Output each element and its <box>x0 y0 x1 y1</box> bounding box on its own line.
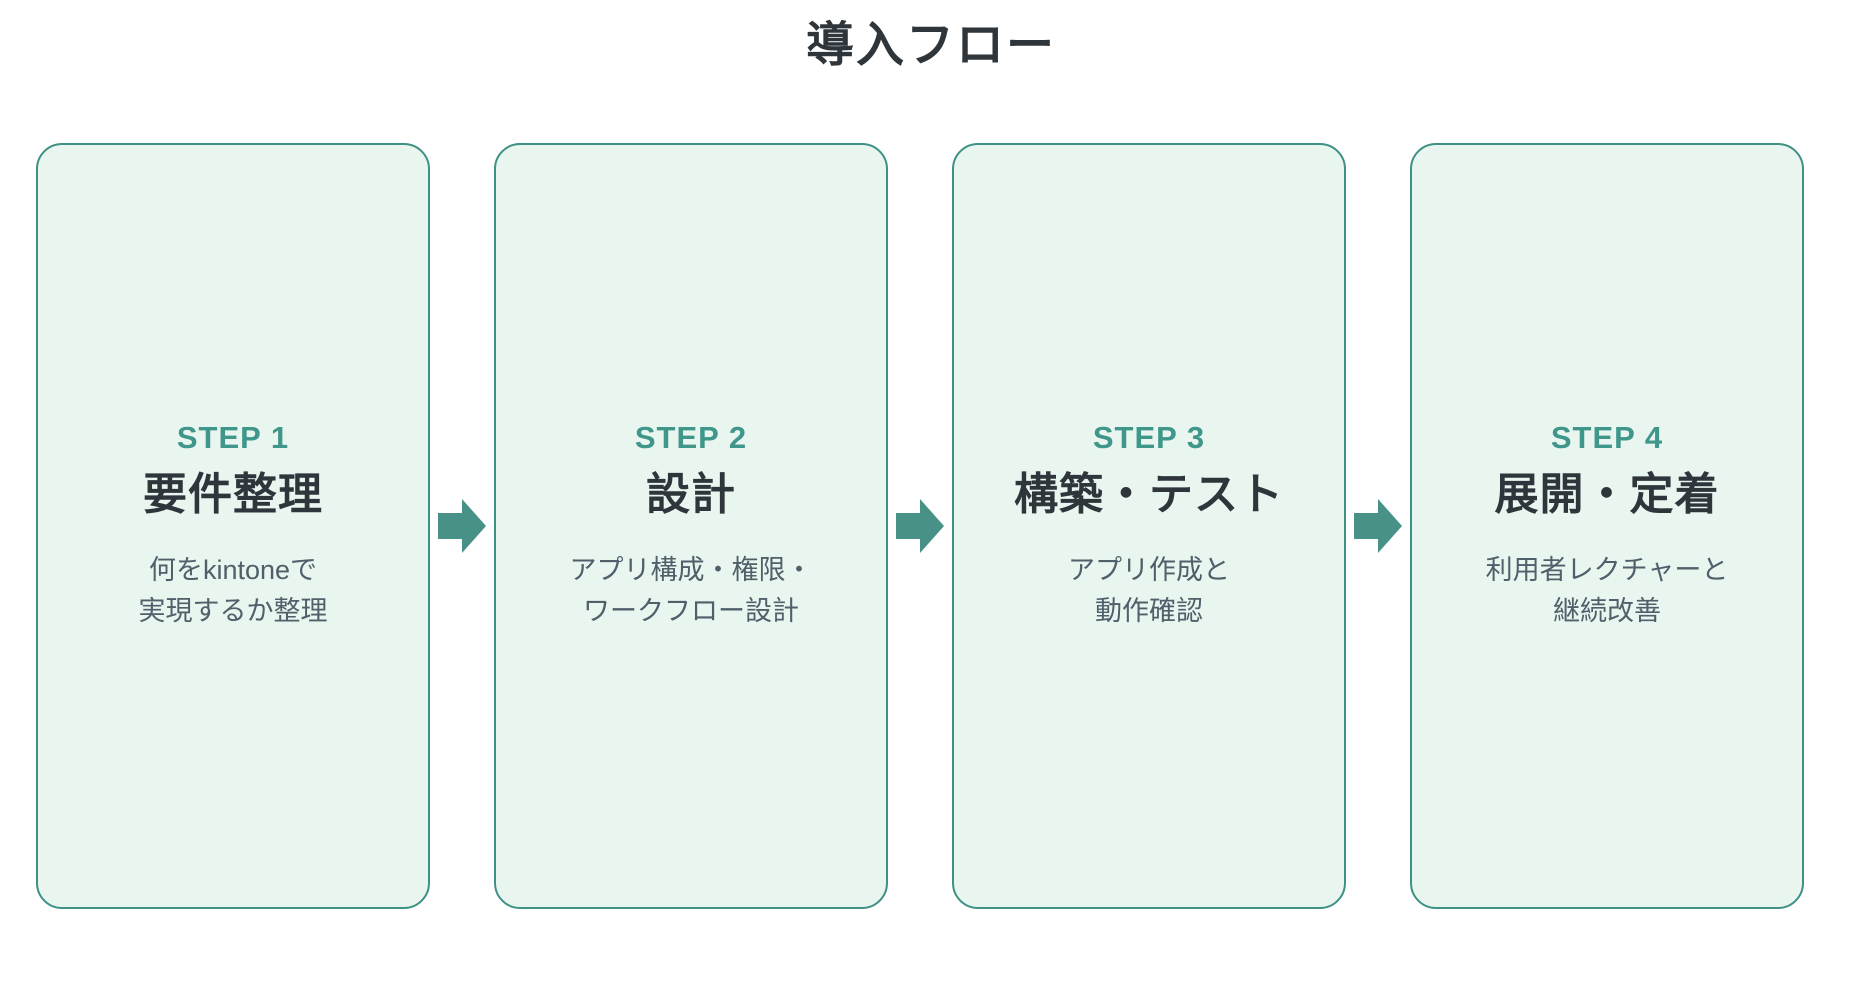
step-title: 設計 <box>646 470 736 520</box>
step-title: 展開・定着 <box>1494 470 1720 520</box>
step-title: 要件整理 <box>143 470 323 520</box>
flow-row: STEP 1 要件整理 何をkintoneで 実現するか整理 STEP 2 設計… <box>0 143 1862 910</box>
step-label: STEP 3 <box>1092 420 1206 456</box>
flow-arrow-2 <box>888 143 952 909</box>
step-card-4: STEP 4 展開・定着 利用者レクチャーと 継続改善 <box>1410 143 1804 910</box>
step-description-line-1: アプリ作成と <box>1068 554 1230 585</box>
step-description-line-2: 継続改善 <box>1552 596 1661 627</box>
step-description: アプリ構成・権限・ ワークフロー設計 <box>570 550 813 634</box>
step-description-line-1: 何をkintoneで <box>148 554 318 585</box>
step-description-line-1: アプリ構成・権限・ <box>569 554 813 585</box>
step-label: STEP 4 <box>1550 420 1664 456</box>
step-description-line-2: ワークフロー設計 <box>583 596 799 627</box>
right-block-arrow-icon <box>896 499 944 554</box>
right-block-arrow-icon <box>1354 499 1402 554</box>
step-label: STEP 1 <box>176 420 290 456</box>
flow-arrow-1 <box>430 143 494 909</box>
step-card-1: STEP 1 要件整理 何をkintoneで 実現するか整理 <box>36 143 430 910</box>
step-description: 何をkintoneで 実現するか整理 <box>139 550 328 634</box>
step-description: アプリ作成と 動作確認 <box>1068 550 1230 634</box>
step-description-line-2: 動作確認 <box>1095 596 1203 627</box>
page-title: 導入フロー <box>805 19 1056 72</box>
step-card-2: STEP 2 設計 アプリ構成・権限・ ワークフロー設計 <box>494 143 888 910</box>
flow-arrow-3 <box>1346 143 1410 909</box>
step-description: 利用者レクチャーと 継続改善 <box>1486 550 1729 634</box>
step-description-line-2: 実現するか整理 <box>138 596 328 627</box>
step-card-3: STEP 3 構築・テスト アプリ作成と 動作確認 <box>952 143 1346 910</box>
right-block-arrow-icon <box>438 499 486 554</box>
step-title: 構築・テスト <box>1014 470 1284 520</box>
step-label: STEP 2 <box>634 420 748 456</box>
step-description-line-1: 利用者レクチャーと <box>1485 554 1729 585</box>
